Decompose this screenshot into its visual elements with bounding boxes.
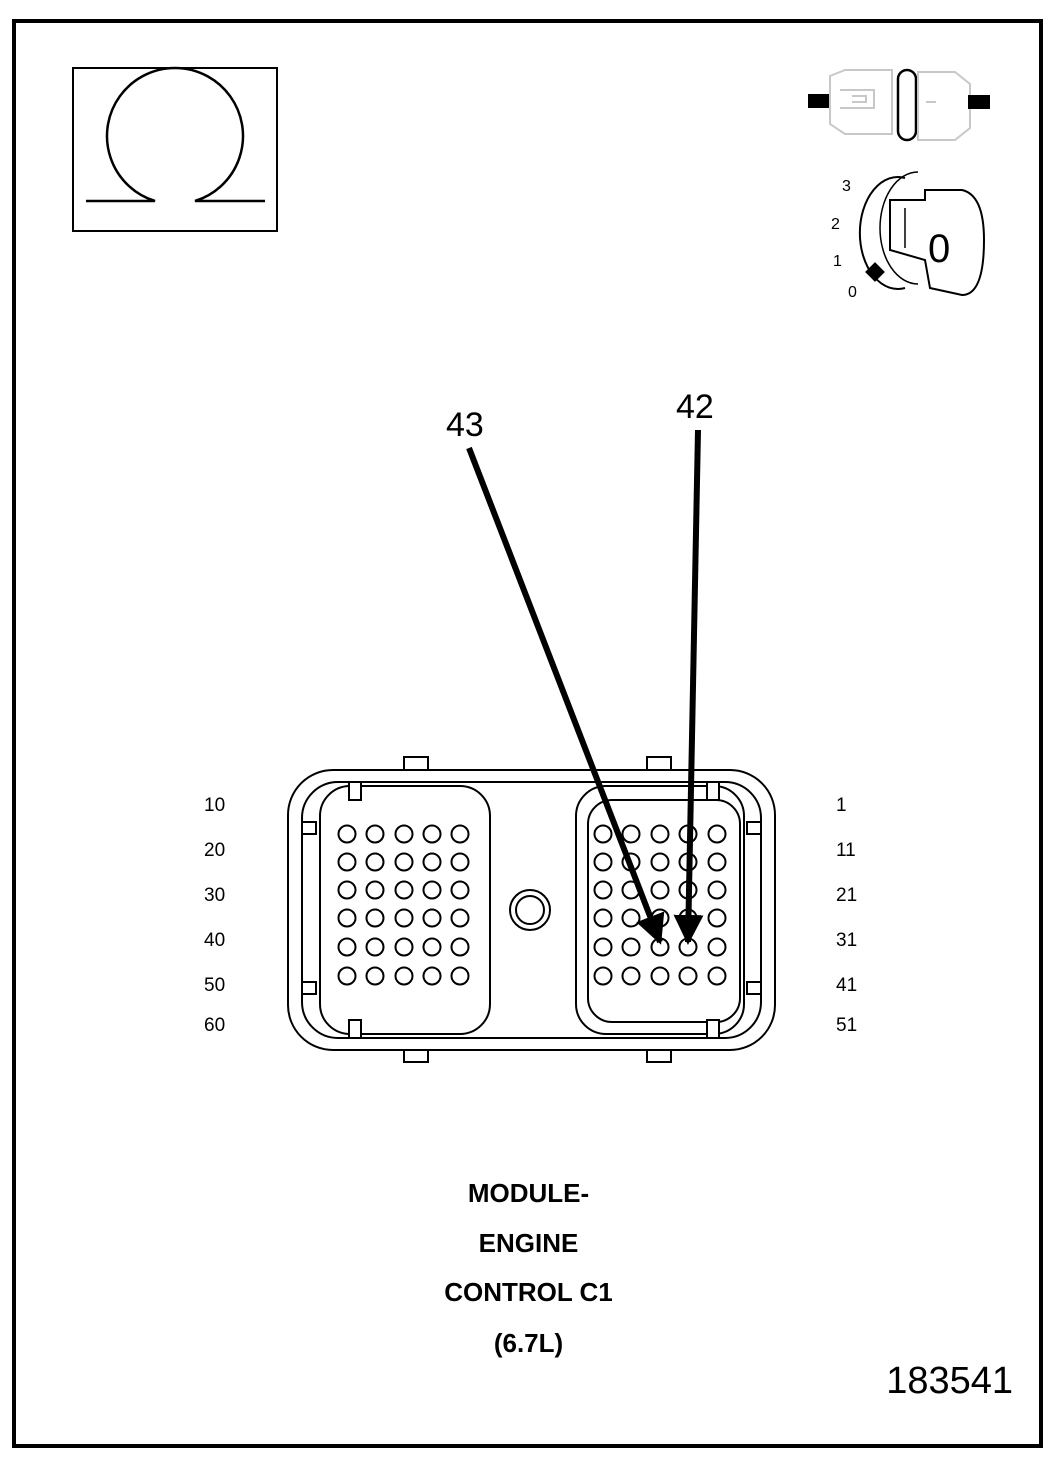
pin-cavity-right xyxy=(650,852,670,872)
pin-cavity-right xyxy=(593,852,613,872)
callout-label-42: 42 xyxy=(676,388,714,426)
connector-pins xyxy=(337,824,727,986)
ignition-position-0: 0 xyxy=(848,284,857,301)
pin-cavity-right xyxy=(621,966,641,986)
callout-label-43: 43 xyxy=(446,406,484,444)
pin-cavity-left xyxy=(450,852,470,872)
ohm-symbol-icon xyxy=(72,66,278,232)
ignition-position-2: 2 xyxy=(831,216,840,233)
right-row-label: 1 xyxy=(836,795,847,816)
page-border xyxy=(12,19,1043,1448)
left-row-label: 10 xyxy=(204,795,225,816)
pin-cavity-left xyxy=(422,880,442,900)
pin-cavity-left xyxy=(394,937,414,957)
right-row-label: 21 xyxy=(836,885,857,906)
pin-cavity-left xyxy=(450,908,470,928)
right-row-label: 11 xyxy=(836,840,856,861)
pin-cavity-right xyxy=(650,880,670,900)
connector-housing xyxy=(287,756,776,1063)
left-row-label: 50 xyxy=(204,975,225,996)
pin-cavity-right xyxy=(707,966,727,986)
pin-cavity-left xyxy=(337,824,357,844)
pin-cavity-right xyxy=(707,880,727,900)
pin-cavity-right xyxy=(593,966,613,986)
pin-cavity-left xyxy=(337,852,357,872)
connector-caption-line-3: CONTROL C1 xyxy=(444,1277,613,1307)
ignition-position-1: 1 xyxy=(833,253,842,270)
pin-cavity-left xyxy=(422,852,442,872)
figure-id: 183541 xyxy=(886,1360,1013,1402)
pin-cavity-left xyxy=(422,824,442,844)
ignition-key-icon xyxy=(858,171,986,297)
pin-cavity-left xyxy=(394,852,414,872)
pin-cavity-right xyxy=(707,852,727,872)
pin-cavity-right xyxy=(621,908,641,928)
pin-cavity-left xyxy=(337,966,357,986)
pin-cavity-left xyxy=(422,908,442,928)
callout-arrow-43 xyxy=(466,446,665,945)
right-row-label: 41 xyxy=(836,975,857,996)
pin-cavity-left xyxy=(337,880,357,900)
ignition-position-3: 3 xyxy=(842,178,851,195)
pin-cavity-left xyxy=(337,937,357,957)
pin-cavity-left xyxy=(365,966,385,986)
pin-cavity-right xyxy=(650,824,670,844)
pin-cavity-left xyxy=(450,880,470,900)
pin-cavity-right xyxy=(593,824,613,844)
pin-cavity-left xyxy=(422,937,442,957)
pin-cavity-left xyxy=(365,908,385,928)
right-row-label: 51 xyxy=(836,1015,857,1036)
pin-cavity-left xyxy=(394,880,414,900)
left-row-label: 60 xyxy=(204,1015,225,1036)
pin-cavity-right xyxy=(593,880,613,900)
connector-caption-line-4: (6.7L) xyxy=(493,1328,564,1358)
right-row-label: 31 xyxy=(836,930,857,951)
pin-cavity-right xyxy=(678,966,698,986)
disconnected-connector-icon xyxy=(808,68,990,142)
pin-cavity-left xyxy=(394,908,414,928)
pin-cavity-right xyxy=(621,824,641,844)
pin-cavity-right xyxy=(707,824,727,844)
left-row-label: 30 xyxy=(204,885,225,906)
pin-cavity-left xyxy=(365,852,385,872)
ignition-key-label: 0 xyxy=(928,227,950,271)
pin-cavity-left xyxy=(394,966,414,986)
pin-cavity-left xyxy=(450,937,470,957)
pin-cavity-left xyxy=(450,824,470,844)
connector-caption-line-2: ENGINE xyxy=(478,1228,579,1258)
pin-cavity-right xyxy=(593,937,613,957)
pin-cavity-right xyxy=(650,966,670,986)
pin-cavity-left xyxy=(394,824,414,844)
pin-cavity-left xyxy=(337,908,357,928)
pin-cavity-left xyxy=(450,966,470,986)
pin-cavity-left xyxy=(365,880,385,900)
pin-cavity-left xyxy=(365,937,385,957)
pin-cavity-right xyxy=(707,937,727,957)
connector-caption-line-1: MODULE- xyxy=(467,1178,590,1208)
callout-arrow-42 xyxy=(673,429,704,945)
pin-cavity-right xyxy=(707,908,727,928)
left-row-label: 20 xyxy=(204,840,225,861)
pin-cavity-left xyxy=(365,824,385,844)
pin-cavity-left xyxy=(422,966,442,986)
pin-cavity-right xyxy=(621,937,641,957)
pin-cavity-right xyxy=(593,908,613,928)
left-row-label: 40 xyxy=(204,930,225,951)
